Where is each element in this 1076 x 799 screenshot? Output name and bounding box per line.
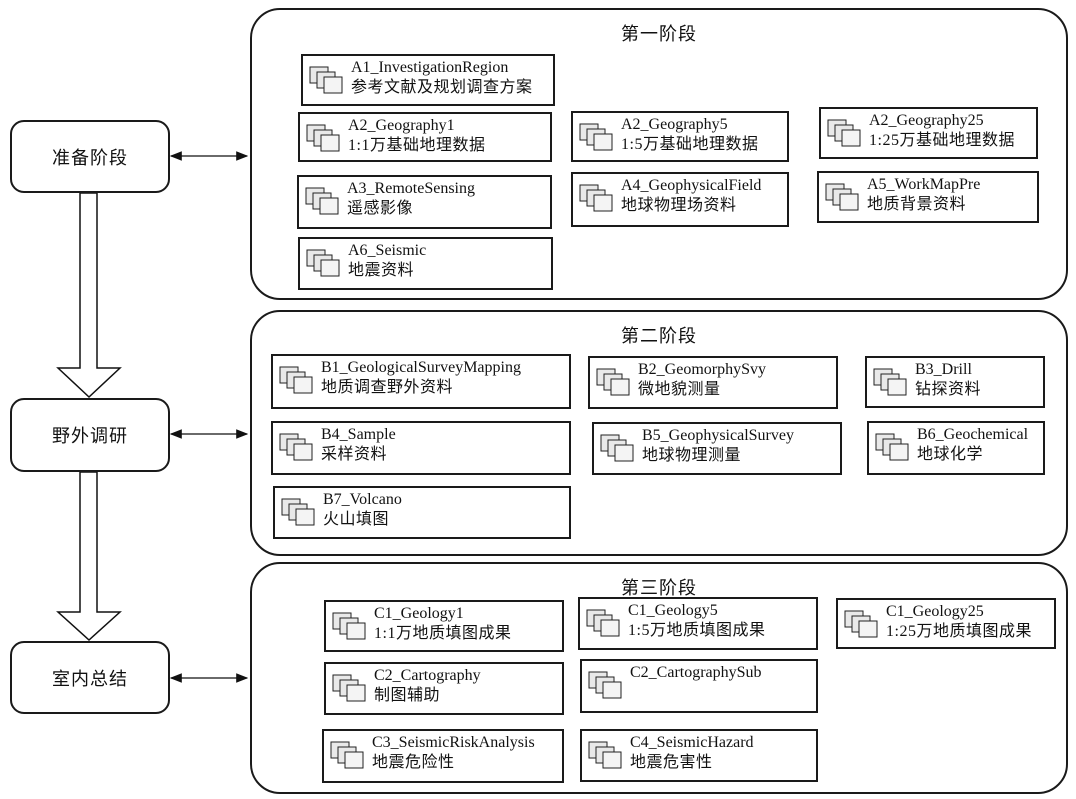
item-label: 地震危险性 [372, 754, 455, 771]
table-stack-icon [586, 609, 620, 637]
item-b2-geomorphy-svy: B2_GeomorphySvy 微地貌测量 [588, 356, 838, 409]
item-code: C4_SeismicHazard [630, 734, 754, 751]
item-label: 1:25万地质填图成果 [886, 623, 1032, 640]
item-a4-geophysical-field: A4_GeophysicalField 地球物理场资料 [571, 172, 789, 227]
stage-summary: 室内总结 [10, 641, 170, 714]
table-stack-icon [588, 671, 622, 699]
table-stack-icon [873, 368, 907, 396]
item-code: C1_Geology5 [628, 602, 718, 619]
item-a6-seismic: A6_Seismic 地震资料 [298, 237, 553, 290]
stage-field: 野外调研 [10, 398, 170, 472]
item-a2-geography25: A2_Geography25 1:25万基础地理数据 [819, 107, 1038, 159]
item-label: 遥感影像 [347, 200, 414, 217]
table-stack-icon [596, 368, 630, 396]
stage-label: 野外调研 [52, 426, 128, 446]
item-b6-geochemical: B6_Geochemical 地球化学 [867, 421, 1045, 475]
table-stack-icon [825, 183, 859, 211]
item-code: A4_GeophysicalField [621, 177, 762, 194]
table-stack-icon [579, 123, 613, 151]
item-code: A5_WorkMapPre [867, 176, 981, 193]
item-label: 地球物理场资料 [621, 197, 737, 214]
item-code: B7_Volcano [323, 491, 402, 508]
phase-title: 第二阶段 [621, 326, 697, 346]
table-stack-icon [579, 184, 613, 212]
item-label: 地震资料 [348, 262, 415, 279]
item-label: 参考文献及规划调查方案 [351, 79, 533, 96]
item-label: 采样资料 [321, 446, 388, 463]
item-label: 1:5万地质填图成果 [628, 622, 766, 639]
item-label: 1:5万基础地理数据 [621, 136, 759, 153]
item-code: A2_Geography1 [348, 117, 455, 134]
table-stack-icon [281, 498, 315, 526]
item-a3-remote-sensing: A3_RemoteSensing 遥感影像 [297, 175, 552, 229]
item-code: B6_Geochemical [917, 426, 1029, 443]
table-stack-icon [306, 124, 340, 152]
item-code: B4_Sample [321, 426, 396, 443]
item-b4-sample: B4_Sample 采样资料 [271, 421, 571, 475]
table-stack-icon [305, 187, 339, 215]
item-code: C1_Geology25 [886, 603, 984, 620]
phase-title: 第三阶段 [621, 578, 697, 598]
item-b7-volcano: B7_Volcano 火山填图 [273, 486, 571, 539]
item-label: 制图辅助 [374, 687, 441, 704]
item-c1-geology5: C1_Geology5 1:5万地质填图成果 [578, 597, 818, 650]
item-c1-geology1: C1_Geology1 1:1万地质填图成果 [324, 600, 564, 652]
stage-label: 准备阶段 [52, 147, 128, 168]
item-label: 地球化学 [917, 446, 984, 463]
item-code: A1_InvestigationRegion [351, 59, 509, 76]
flow-arrow-2 [56, 471, 122, 642]
item-code: B3_Drill [915, 361, 972, 378]
table-stack-icon [588, 741, 622, 769]
item-a5-work-map-pre: A5_WorkMapPre 地质背景资料 [817, 171, 1039, 223]
item-a2-geography1: A2_Geography1 1:1万基础地理数据 [298, 112, 552, 162]
table-stack-icon [279, 433, 313, 461]
item-b1-geological-survey-mapping: B1_GeologicalSurveyMapping 地质调查野外资料 [271, 354, 571, 409]
item-a2-geography5: A2_Geography5 1:5万基础地理数据 [571, 111, 789, 162]
item-code: B2_GeomorphySvy [638, 361, 766, 378]
table-stack-icon [844, 610, 878, 638]
item-label: 微地貌测量 [638, 381, 721, 398]
table-stack-icon [827, 119, 861, 147]
stage-prepare: 准备阶段 [10, 120, 170, 193]
item-code: A3_RemoteSensing [347, 180, 475, 197]
table-stack-icon [600, 434, 634, 462]
item-c2-cartography: C2_Cartography 制图辅助 [324, 662, 564, 715]
stage-label: 室内总结 [52, 668, 128, 689]
item-c3-seismic-risk-analysis: C3_SeismicRiskAnalysis 地震危险性 [322, 729, 564, 783]
item-label: 地质背景资料 [867, 196, 967, 213]
item-b5-geophysical-survey: B5_GeophysicalSurvey 地球物理测量 [592, 422, 842, 475]
item-code: C3_SeismicRiskAnalysis [372, 734, 535, 751]
item-label: 1:25万基础地理数据 [869, 132, 1015, 149]
item-label: 地震危害性 [630, 754, 713, 771]
item-label: 1:1万地质填图成果 [374, 625, 512, 642]
phase-title: 第一阶段 [621, 24, 697, 44]
item-label: 钻探资料 [915, 381, 982, 398]
item-label: 1:1万基础地理数据 [348, 137, 486, 154]
item-code: B5_GeophysicalSurvey [642, 427, 794, 444]
table-stack-icon [279, 366, 313, 394]
item-code: B1_GeologicalSurveyMapping [321, 359, 521, 376]
flow-arrow-1 [56, 192, 122, 399]
item-code: A2_Geography25 [869, 112, 984, 129]
item-c1-geology25: C1_Geology25 1:25万地质填图成果 [836, 598, 1056, 649]
table-stack-icon [332, 674, 366, 702]
item-code: C2_CartographySub [630, 664, 762, 681]
item-c4-seismic-hazard: C4_SeismicHazard 地震危害性 [580, 729, 818, 782]
item-code: C1_Geology1 [374, 605, 464, 622]
item-b3-drill: B3_Drill 钻探资料 [865, 356, 1045, 408]
item-label: 地质调查野外资料 [321, 379, 454, 396]
item-code: C2_Cartography [374, 667, 481, 684]
item-a1-investigation-region: A1_InvestigationRegion 参考文献及规划调查方案 [301, 54, 555, 106]
table-stack-icon [875, 433, 909, 461]
table-stack-icon [332, 612, 366, 640]
table-stack-icon [309, 66, 343, 94]
item-label: 火山填图 [323, 511, 390, 528]
table-stack-icon [330, 741, 364, 769]
item-label: 地球物理测量 [642, 447, 742, 464]
item-code: A6_Seismic [348, 242, 427, 259]
item-code: A2_Geography5 [621, 116, 728, 133]
table-stack-icon [306, 249, 340, 277]
item-c2-cartography-sub: C2_CartographySub [580, 659, 818, 713]
